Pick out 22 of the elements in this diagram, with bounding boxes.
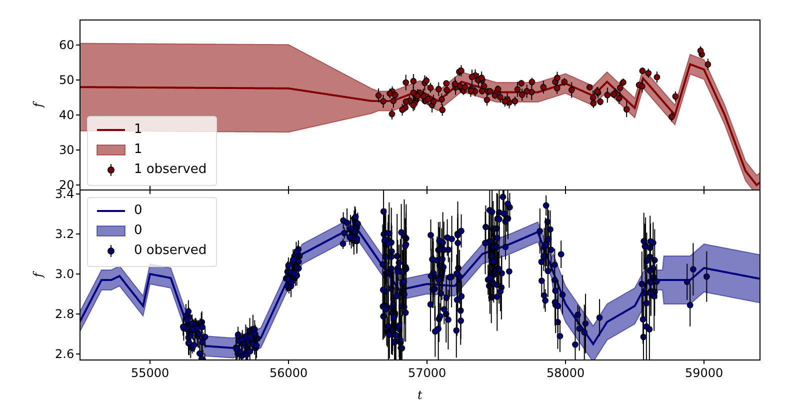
tick-label: 30 — [59, 143, 74, 157]
legend-text: 0 — [134, 223, 142, 239]
tick-label: 57000 — [408, 366, 446, 380]
tick-label: 40 — [59, 108, 74, 122]
tick-label: 58000 — [546, 366, 585, 380]
tick-label: 60 — [59, 38, 74, 52]
legend-text: 0 observed — [134, 243, 207, 259]
tick-label: 3.2 — [55, 227, 74, 241]
legend-text: 1 observed — [134, 162, 207, 178]
tick-label: 2.6 — [55, 347, 74, 361]
tick-label: 59000 — [685, 366, 724, 380]
axis-label: f — [31, 102, 46, 108]
axis-label: t — [418, 388, 422, 400]
tick-label: 56000 — [270, 366, 308, 380]
legend-text: 1 — [134, 122, 142, 138]
tick-label: 55000 — [131, 366, 170, 380]
axis-label: f — [31, 272, 46, 278]
tick-label: 50 — [59, 73, 74, 87]
tick-label: 2.8 — [55, 307, 74, 321]
tick-label: 3.0 — [55, 267, 74, 281]
legend-text: 1 — [134, 142, 142, 158]
legend-text: 0 — [134, 203, 142, 219]
